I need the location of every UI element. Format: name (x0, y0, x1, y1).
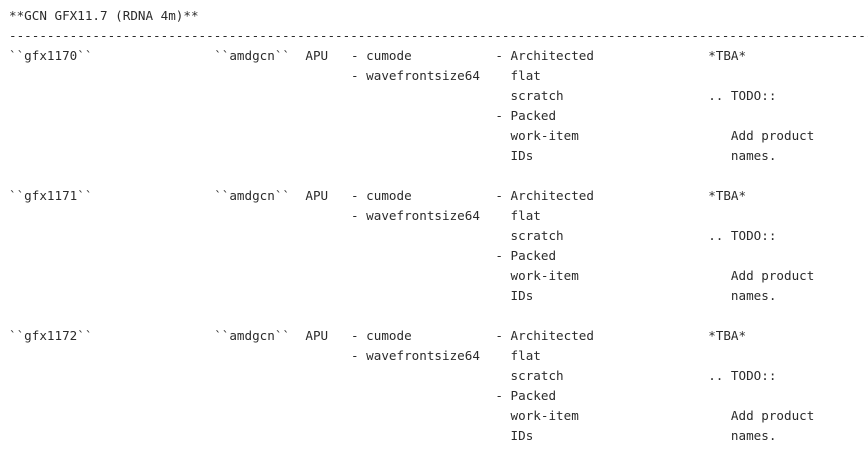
cell-product: *TBA* (708, 328, 747, 343)
cell-target-property: work-item (495, 128, 579, 143)
cell-target-property: - Architected (495, 188, 594, 203)
cell-target-feature: - cumode (351, 48, 412, 63)
cell-target-feature: - cumode (351, 188, 412, 203)
cell-target-property: - Architected (495, 328, 594, 343)
cell-product: *TBA* (708, 188, 747, 203)
cell-target-property: - Packed (495, 108, 557, 123)
cell-product: Add product (708, 128, 815, 143)
cell-target-triple: ``amdgcn`` (214, 328, 291, 343)
cell-target-property: work-item (495, 408, 579, 423)
cell-target-property: - Packed (495, 388, 557, 403)
cell-product: *TBA* (708, 48, 747, 63)
cell-product: .. TODO:: (708, 228, 777, 243)
cell-target-property: scratch (495, 228, 564, 243)
cell-device-type: APU (305, 188, 329, 203)
cell-target-property: work-item (495, 268, 579, 283)
cell-product: .. TODO:: (708, 368, 777, 383)
cell-target-property: IDs (495, 148, 534, 163)
cell-target-property: IDs (495, 428, 534, 443)
cell-product: Add product (708, 268, 815, 283)
cell-target-feature: - wavefrontsize64 (351, 68, 480, 83)
cell-target-property: IDs (495, 288, 534, 303)
cell-target-triple: ``amdgcn`` (214, 48, 291, 63)
cell-product: names. (708, 428, 777, 443)
cell-processor: ``gfx1170`` (9, 48, 93, 63)
cell-target-property: flat (495, 348, 541, 363)
cell-product: .. TODO:: (708, 88, 777, 103)
cell-target-feature: - wavefrontsize64 (351, 348, 480, 363)
cell-target-feature: - wavefrontsize64 (351, 208, 480, 223)
cell-target-property: flat (495, 208, 541, 223)
cell-target-property: scratch (495, 88, 564, 103)
table-separator-rule: ----------------------------------------… (9, 28, 868, 43)
cell-target-property: scratch (495, 368, 564, 383)
cell-device-type: APU (305, 328, 329, 343)
cell-target-property: - Packed (495, 248, 557, 263)
cell-product: names. (708, 288, 777, 303)
cell-target-property: - Architected (495, 48, 594, 63)
cell-processor: ``gfx1171`` (9, 188, 93, 203)
cell-device-type: APU (305, 48, 329, 63)
cell-target-property: flat (495, 68, 541, 83)
cell-processor: ``gfx1172`` (9, 328, 93, 343)
cell-target-triple: ``amdgcn`` (214, 188, 291, 203)
document-title: **GCN GFX11.7 (RDNA 4m)** (9, 8, 199, 23)
cell-product: names. (708, 148, 777, 163)
cell-product: Add product (708, 408, 815, 423)
cell-target-feature: - cumode (351, 328, 412, 343)
